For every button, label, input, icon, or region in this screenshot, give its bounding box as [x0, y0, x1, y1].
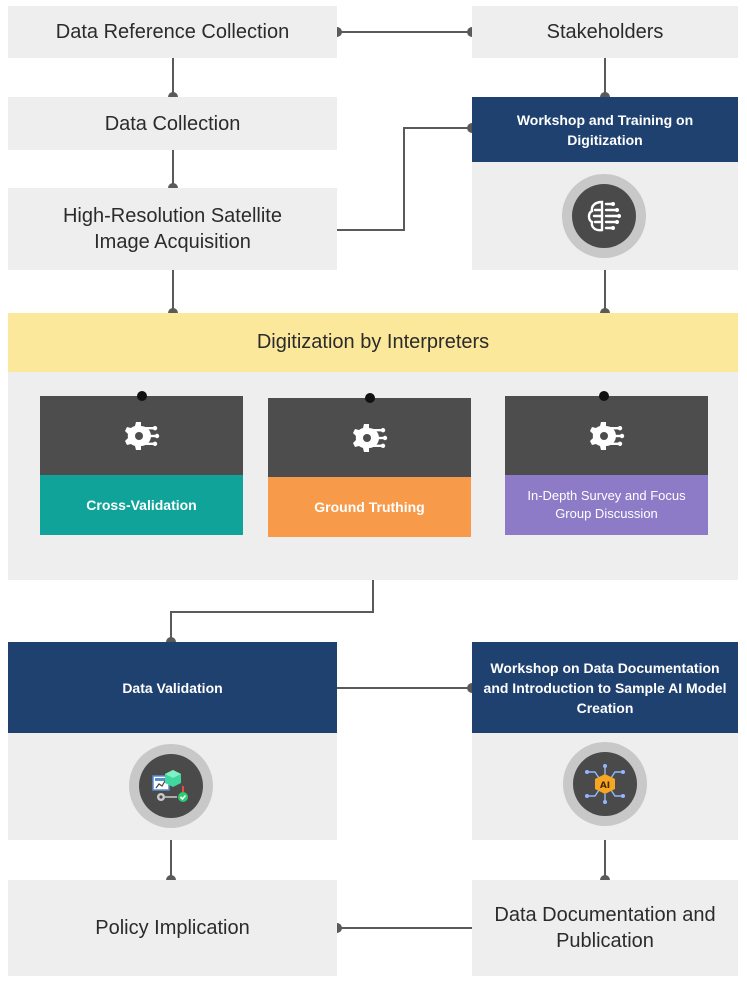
svg-text:AI: AI — [600, 781, 610, 791]
node-survey-fgd: In-Depth Survey and Focus Group Discussi… — [505, 475, 708, 535]
node-data-reference-collection: Data Reference Collection — [8, 6, 337, 58]
node-digitization-by-interpreters: Digitization by Interpreters — [8, 313, 738, 372]
ground-truthing-header — [268, 398, 471, 477]
node-stakeholders: Stakeholders — [472, 6, 738, 58]
node-satellite-acquisition: High-Resolution Satellite Image Acquisit… — [8, 188, 337, 270]
data-validation-icon — [139, 754, 203, 818]
ai-chip-icon: AI — [573, 752, 637, 816]
node-ground-truthing: Ground Truthing — [268, 477, 471, 537]
brain-circuit-icon — [572, 184, 636, 248]
data-validation-icon-badge — [129, 744, 213, 828]
node-data-validation: Data Validation — [8, 642, 337, 733]
node-workshop-data-documentation: Workshop on Data Documentation and Intro… — [472, 642, 738, 733]
node-cross-validation: Cross-Validation — [40, 475, 243, 535]
node-data-collection: Data Collection — [8, 97, 337, 150]
node-data-documentation-publication: Data Documentation and Publication — [472, 880, 738, 976]
cross-validation-header — [40, 396, 243, 475]
gear-circuit-icon — [589, 421, 624, 450]
gear-circuit-icon — [124, 421, 159, 450]
workshop-ai-icon-badge: AI — [563, 742, 647, 826]
gear-circuit-icon — [352, 423, 387, 452]
node-workshop-training-digitization: Workshop and Training on Digitization — [472, 97, 738, 162]
workshop-training-icon-badge — [562, 174, 646, 258]
survey-fgd-header — [505, 396, 708, 475]
node-policy-implication: Policy Implication — [8, 880, 337, 976]
